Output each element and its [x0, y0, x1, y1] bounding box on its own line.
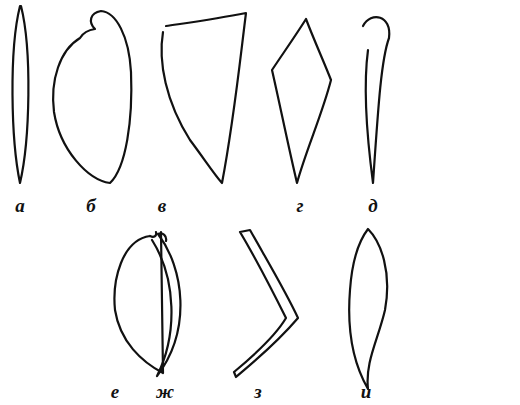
- outline-zh: [152, 233, 180, 376]
- outline-g: [272, 19, 331, 183]
- figure-letter: и: [361, 382, 372, 401]
- outline-v: [162, 13, 246, 183]
- figure-letter: б: [86, 196, 95, 215]
- figure-letter: а: [15, 196, 25, 215]
- figure-letter: з: [254, 382, 261, 401]
- figure-letter: г: [296, 196, 303, 215]
- outline-e: [114, 232, 163, 373]
- outline-a: [12, 6, 28, 183]
- figure-letter: д: [368, 196, 377, 215]
- figure-letter: е: [111, 382, 119, 401]
- figure-letter: ж: [156, 382, 174, 401]
- outline-d: [363, 17, 389, 183]
- outline-z: [234, 230, 298, 377]
- figure-letter: в: [158, 196, 167, 215]
- outline-b: [53, 11, 131, 183]
- outline-i: [349, 229, 387, 389]
